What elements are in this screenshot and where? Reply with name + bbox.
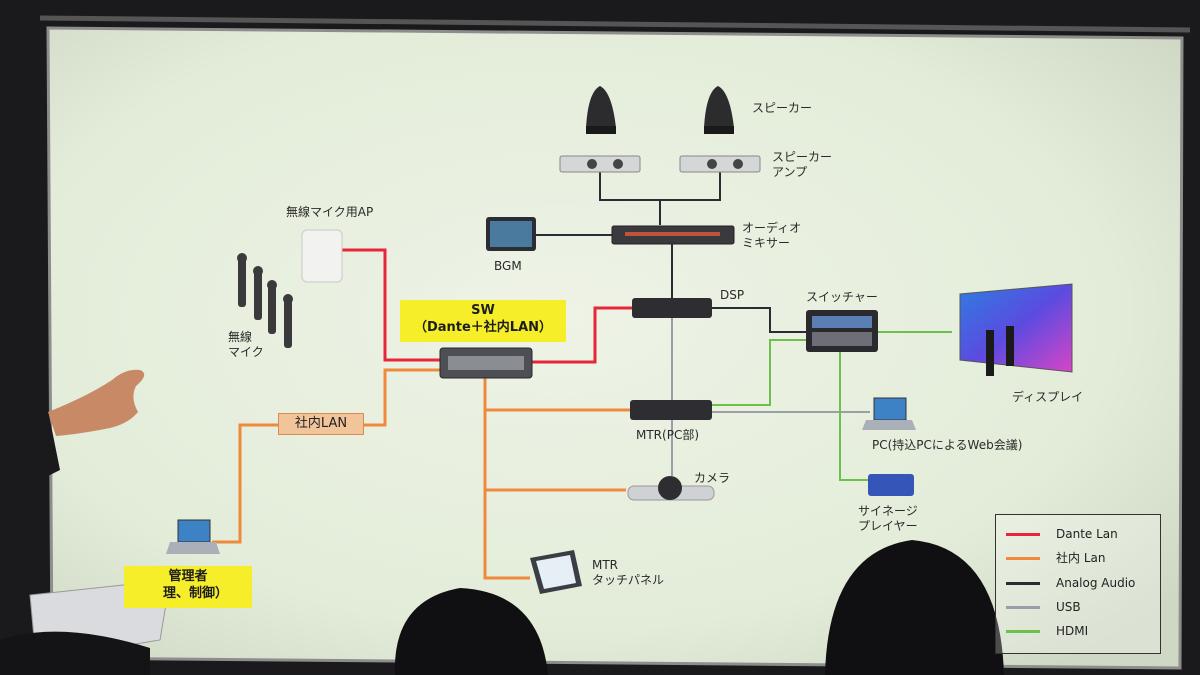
label-dsp: DSP [720,288,745,302]
legend-item: HDMI [1006,622,1156,640]
speaker-amp-left-icon [559,155,641,173]
admin-label-2: 理、制御） [162,586,228,601]
label-pc-web-meeting: PC(持込PCによるWeb会議) [872,438,1023,452]
label-signage-1: サイネージ [858,504,918,518]
dsp-icon [632,298,712,318]
legend-label: USB [1056,600,1081,614]
usb-cables [671,318,870,476]
analog-cables [535,170,806,333]
legend-item: Analog Audio [1006,574,1156,592]
wireless-mics-icon [237,253,293,348]
sw-label-box: SW （Dante＋社内LAN） [400,300,566,342]
label-camera: カメラ [694,471,731,485]
label-speaker-amp-1: スピーカー [772,150,833,164]
label-switcher: スイッチャー [806,290,878,304]
legend-swatch [1006,557,1040,560]
wireless-ap-icon [301,229,343,283]
admin-label-1: 管理者 [168,569,208,584]
dante-cables [340,248,632,364]
admin-laptop-icon [166,519,220,554]
label-display: ディスプレイ [1012,390,1084,404]
label-mtr-pc: MTR(PC部) [636,428,700,442]
legend-label: Analog Audio [1056,576,1136,590]
label-speaker-amp-2: アンプ [772,165,808,179]
network-switch-icon [439,347,533,379]
presenter-hand [48,369,145,436]
legend-swatch [1006,533,1040,536]
mtr-pc-icon [630,400,712,420]
label-mtr-touch-1: MTR [592,558,619,572]
hdmi-cables [712,331,952,481]
screen-frame-top [39,15,1191,33]
switcher-icon [806,310,878,352]
legend-swatch [1006,582,1040,585]
legend-label: Dante Lan [1056,527,1118,541]
label-wireless-mic-2: マイク [228,345,264,359]
bgm-tablet-icon [486,217,536,251]
speaker-amp-right-icon [679,155,761,173]
sw-label-1: SW [471,303,495,318]
pc-laptop-icon [862,397,916,430]
label-bgm: BGM [494,259,522,273]
legend-label: HDMI [1056,624,1089,638]
admin-label-box: 管理者 理、制御） [124,566,252,608]
label-wireless-ap: 無線マイク用AP [286,205,374,219]
legend-label: 社内 Lan [1056,551,1106,565]
mtr-touch-panel-icon [530,550,582,594]
legend-item: USB [1006,598,1156,616]
label-mtr-touch-2: タッチパネル [592,573,665,587]
legend-item: 社内 Lan [1006,549,1156,567]
sw-label-2: （Dante＋社内LAN） [413,320,553,335]
audio-mixer-icon [611,225,735,245]
label-audio-mixer-1: オーディオ [742,221,802,235]
label-speaker: スピーカー [752,101,813,115]
audience-head-right [825,540,1004,675]
audience-head-far-left [0,631,150,675]
label-wireless-mic-1: 無線 [228,330,253,344]
label-signage-2: プレイヤー [858,519,918,533]
internal-lan-box: 社内LAN [278,413,364,435]
label-audio-mixer-2: ミキサー [742,236,791,250]
legend-swatch [1006,606,1040,609]
lan-cables [212,368,630,580]
legend-item: Dante Lan [1006,525,1156,543]
legend-swatch [1006,630,1040,633]
speaker-right-icon [704,86,734,134]
speaker-left-icon [586,86,616,134]
audience-head-left [394,588,548,675]
camera-icon [627,476,715,501]
presenter-silhouette [0,410,60,500]
display-icon [959,283,1073,376]
cable-legend: Dante Lan 社内 Lan Analog Audio USB HDMI [995,514,1161,654]
signage-player-icon [868,474,914,496]
